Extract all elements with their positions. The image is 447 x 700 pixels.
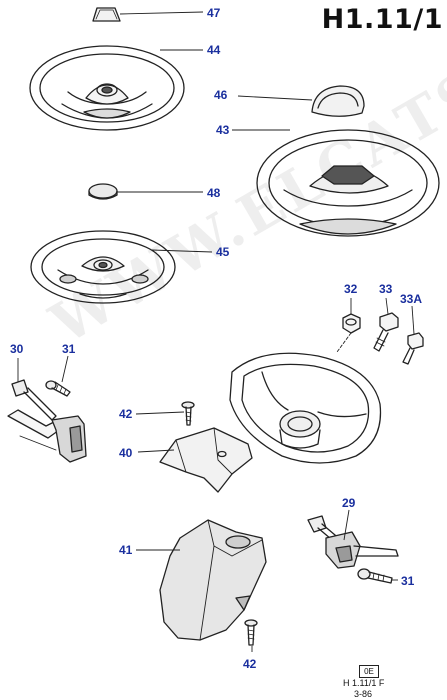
nut-32 bbox=[342, 313, 361, 334]
callout-42-upper: 42 bbox=[119, 407, 133, 421]
steering-wheel-44 bbox=[29, 45, 185, 131]
shroud-lower-41 bbox=[159, 519, 267, 641]
bolt-33A bbox=[402, 332, 424, 365]
horn-cap-48 bbox=[88, 183, 118, 200]
steering-wheel-45 bbox=[30, 230, 176, 304]
callout-33A: 33A bbox=[400, 292, 422, 306]
callout-46: 46 bbox=[214, 88, 228, 102]
footer-code: H 1.11/1 F bbox=[343, 678, 385, 688]
callout-31-lower: 31 bbox=[401, 574, 415, 588]
callout-48: 48 bbox=[207, 186, 221, 200]
wiper-switch-29 bbox=[307, 515, 399, 569]
footer-badge: 0E bbox=[359, 665, 379, 678]
screw-42-lower bbox=[244, 619, 258, 646]
callout-labels: 47 44 46 43 48 45 32 33 33A 30 31 42 40 … bbox=[10, 6, 422, 671]
screw-42-upper bbox=[181, 401, 195, 426]
callout-32: 32 bbox=[344, 282, 358, 296]
shroud-upper-40 bbox=[159, 427, 253, 493]
callout-40: 40 bbox=[119, 446, 133, 460]
callout-41: 41 bbox=[119, 543, 133, 557]
callout-42-lower: 42 bbox=[243, 657, 257, 671]
callout-43: 43 bbox=[216, 123, 230, 137]
callout-45: 45 bbox=[216, 245, 230, 259]
callout-33: 33 bbox=[379, 282, 393, 296]
horn-pad-46 bbox=[311, 85, 365, 117]
bolt-33 bbox=[373, 312, 399, 352]
steering-wheel-43 bbox=[256, 129, 440, 237]
steering-wheel-center bbox=[229, 352, 382, 464]
callout-30: 30 bbox=[10, 342, 24, 356]
indicator-switch-30 bbox=[7, 379, 87, 463]
screw-31-upper bbox=[45, 380, 71, 397]
diagram-title: H1.11/1 bbox=[321, 4, 443, 35]
screw-31-lower bbox=[357, 568, 393, 584]
leader-lines bbox=[17, 11, 415, 652]
callout-47: 47 bbox=[207, 6, 221, 20]
callout-31-upper: 31 bbox=[62, 342, 76, 356]
callout-29: 29 bbox=[342, 496, 356, 510]
footer-date: 3-86 bbox=[354, 689, 373, 699]
horn-cap-47 bbox=[92, 7, 121, 22]
callout-44: 44 bbox=[207, 43, 221, 57]
